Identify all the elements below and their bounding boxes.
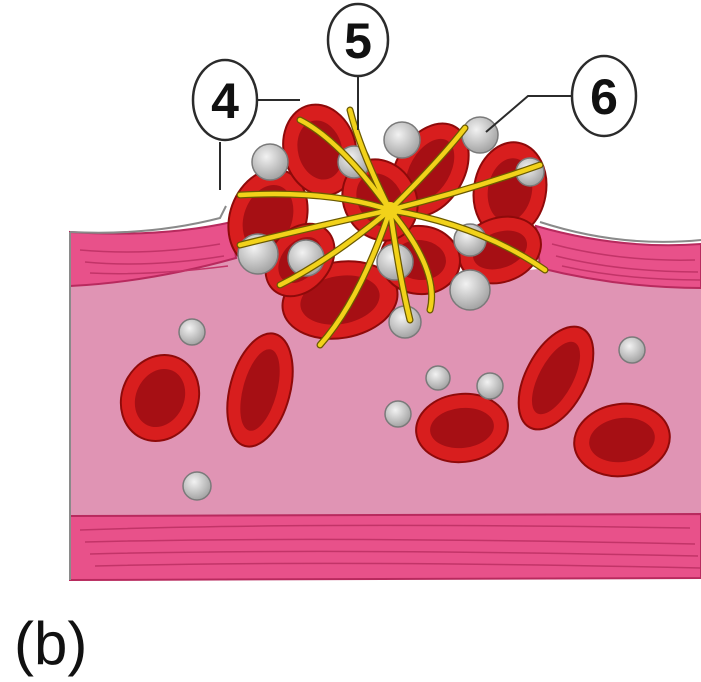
callout-6: 6 bbox=[572, 56, 636, 136]
platelet bbox=[183, 472, 211, 500]
callout-4: 4 bbox=[193, 60, 257, 140]
panel-label: (b) bbox=[14, 610, 87, 677]
callout-5: 5 bbox=[328, 4, 388, 76]
platelet bbox=[477, 373, 503, 399]
platelet bbox=[385, 401, 411, 427]
vessel-wall-lower bbox=[70, 514, 701, 580]
callout-label: 4 bbox=[211, 73, 239, 129]
platelet bbox=[426, 366, 450, 390]
platelet bbox=[619, 337, 645, 363]
callout-label: 5 bbox=[344, 13, 372, 69]
platelet bbox=[179, 319, 205, 345]
callout-label: 6 bbox=[590, 69, 618, 125]
